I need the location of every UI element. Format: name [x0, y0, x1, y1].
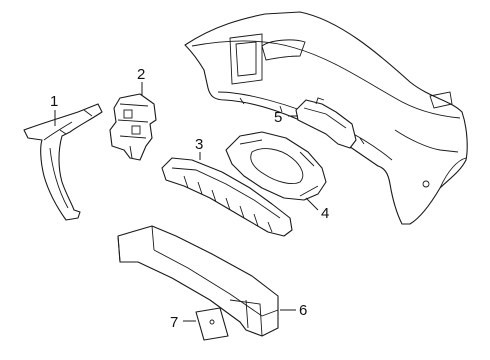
callout-6: 6: [299, 302, 307, 319]
callout-3: 3: [195, 136, 203, 153]
part-1-bracket: [23, 103, 103, 221]
part-7-plate: [195, 307, 229, 341]
leader-lines: [54, 82, 319, 322]
leader-4: [305, 197, 319, 211]
callout-1: 1: [50, 93, 58, 110]
part-3-absorber: [161, 157, 293, 237]
part-4-bracket-frame: [225, 131, 327, 201]
part-6-reinforcement-beam: [117, 225, 279, 337]
part-5-bracket: [295, 97, 357, 149]
callout-5: 5: [274, 109, 282, 126]
callout-4: 4: [321, 205, 329, 222]
callouts: 1 2 3 4 5 6 7: [50, 66, 329, 331]
callout-2: 2: [137, 66, 145, 83]
part-2-bracket: [109, 93, 157, 161]
callout-7: 7: [170, 314, 178, 331]
